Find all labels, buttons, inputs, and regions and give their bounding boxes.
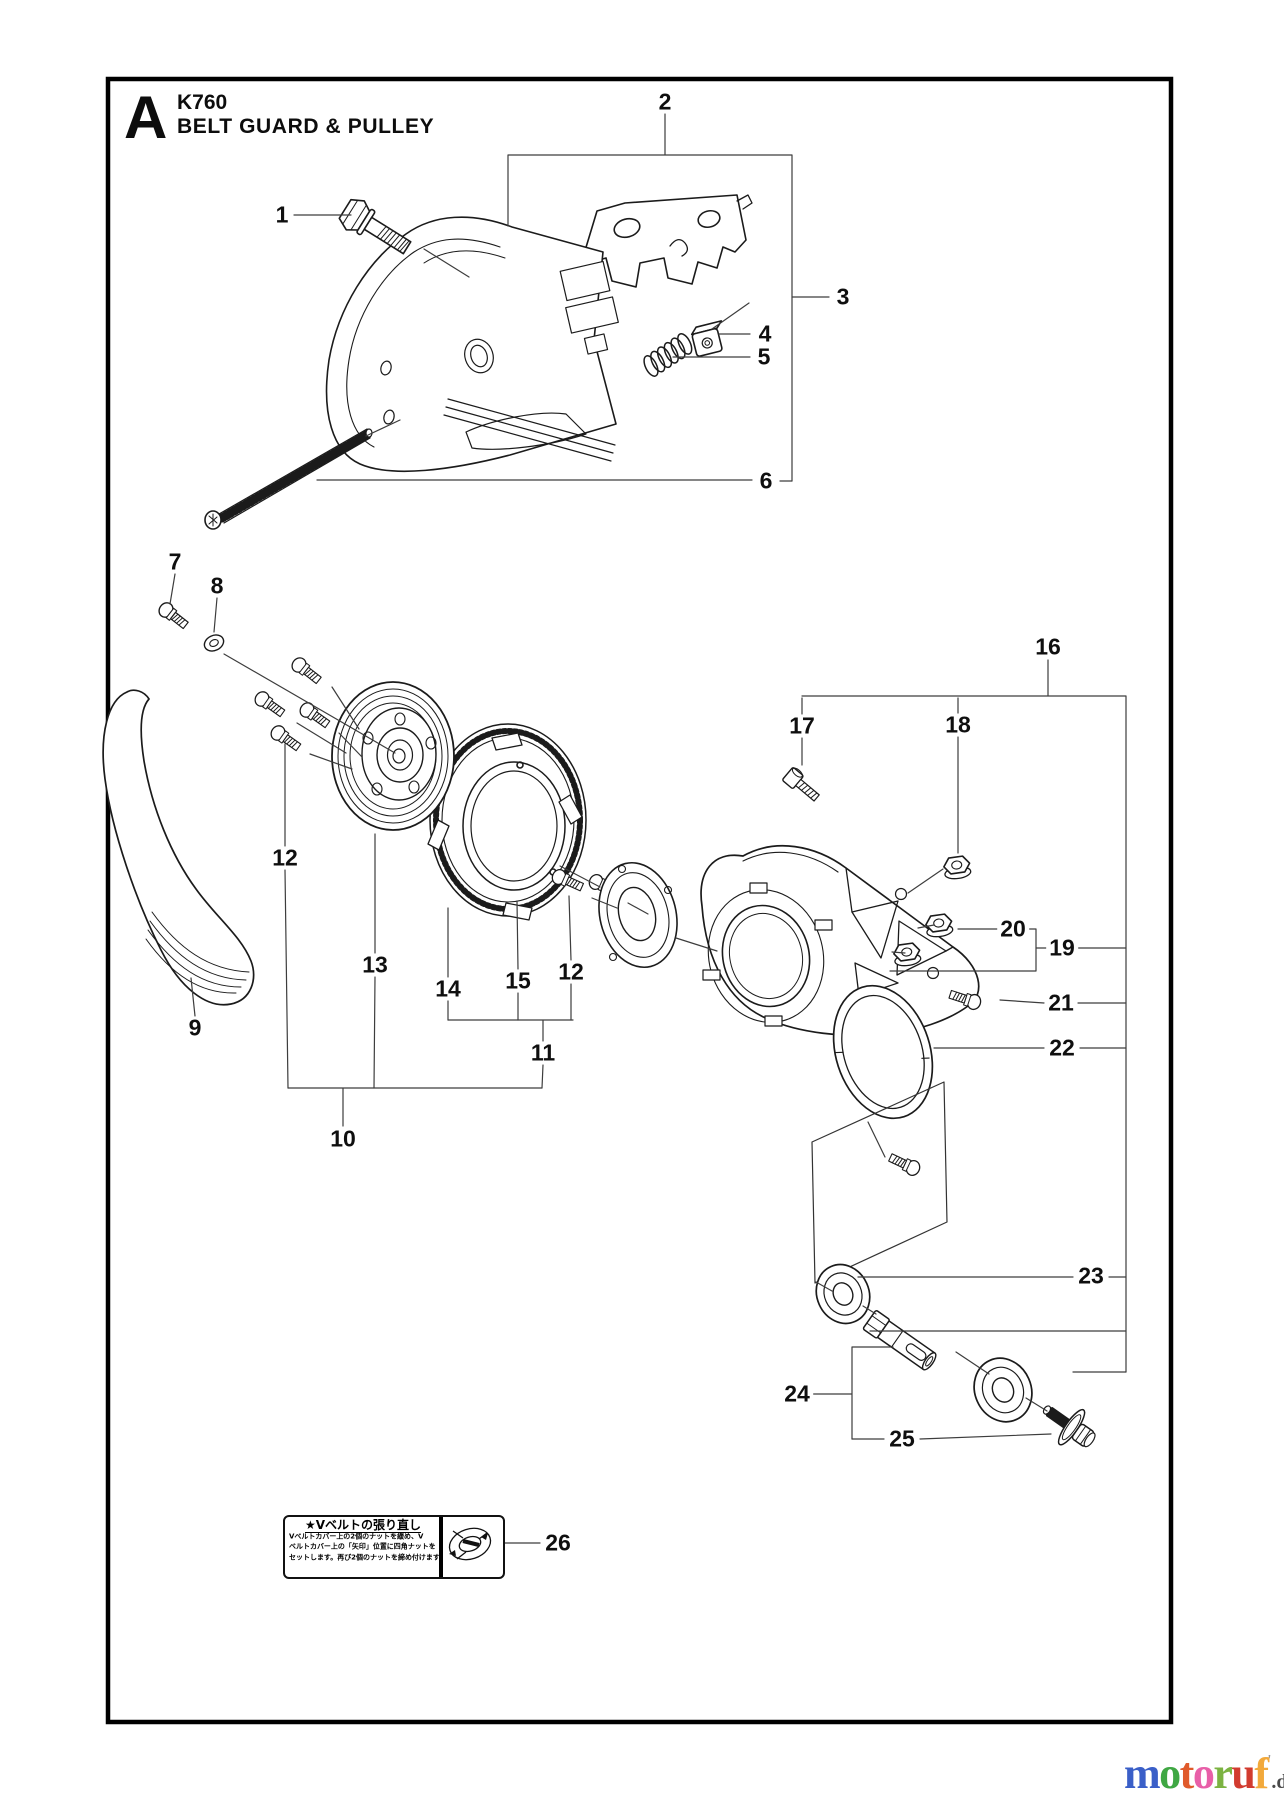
watermark-letter-t: t: [1179, 1749, 1195, 1798]
watermark-letter-o: o: [1192, 1749, 1215, 1798]
callout-12-13: 12: [555, 960, 587, 984]
callout-17-17: 17: [786, 714, 818, 738]
flange-nuts-drawing: [893, 855, 972, 967]
decal-divider: [439, 1517, 443, 1577]
bolt-1-drawing: [338, 198, 412, 255]
callout-22-22: 22: [1046, 1036, 1078, 1060]
decal-line-3: セットします。再び2個のナットを締め付けます。: [289, 1552, 447, 1561]
callout-24-24: 24: [781, 1382, 813, 1406]
decal-line-2: ベルトカバー上の「矢印」位置に四角ナットを: [289, 1542, 436, 1551]
flange-screw-25-drawing: [1042, 1405, 1096, 1448]
long-screw-drawing: [204, 428, 373, 530]
ring-22-drawing: [832, 984, 934, 1120]
callout-14-11: 14: [432, 977, 464, 1001]
page-frame: [105, 76, 1174, 1725]
washer-8-drawing: [203, 634, 225, 652]
screw-7-drawing: [158, 602, 189, 630]
belt-guard-cover-drawing: [325, 216, 619, 473]
section-letter: A: [124, 84, 167, 151]
model-code: K760: [177, 91, 228, 114]
callout-12-8: 12: [269, 846, 301, 870]
pulley-drawing: [331, 681, 455, 831]
callout-7-6: 7: [165, 550, 185, 574]
callout-15-12: 15: [502, 969, 534, 993]
decal-title: ★Vベルトの張り直し: [304, 1518, 422, 1533]
phantom-plane-outline: [811, 1081, 948, 1284]
callout-19-20: 19: [1046, 936, 1078, 960]
leader-lines: [169, 113, 1127, 1544]
shaft-drawing: [862, 1310, 937, 1371]
spring-drawing: [643, 333, 693, 377]
pulley-screws-drawing: [254, 657, 331, 752]
bearing-flange-drawing: [598, 861, 678, 969]
watermark-letter-m: m: [1124, 1749, 1161, 1798]
bearing-2-drawing: [973, 1357, 1033, 1423]
watermark-suffix: .de: [1271, 1771, 1284, 1793]
callout-20-19: 20: [997, 917, 1029, 941]
callout-11-14: 11: [527, 1041, 559, 1065]
callout-8-7: 8: [207, 574, 227, 598]
callout-13-10: 13: [359, 953, 391, 977]
callout-4-3: 4: [755, 322, 775, 346]
socket-screw-drawing: [782, 767, 820, 802]
watermark-letter-f: f: [1254, 1749, 1269, 1798]
small-screw-21-drawing: [948, 989, 982, 1011]
belt-guard-plate-drawing: [700, 844, 980, 1037]
watermark-logo: motoruf' .de: [1124, 1749, 1284, 1798]
callout-26-26: 26: [542, 1531, 574, 1555]
watermark-tick: ': [1267, 1753, 1272, 1768]
watermark-letter-u: u: [1231, 1749, 1255, 1798]
callout-10-15: 10: [327, 1127, 359, 1151]
watermark-letter-o: o: [1159, 1749, 1181, 1798]
tensioner-plate-drawing: [583, 194, 753, 288]
callout-25-25: 25: [886, 1427, 918, 1451]
ring-gear-drawing: [427, 723, 587, 921]
callout-16-16: 16: [1032, 635, 1064, 659]
square-nut-drawing: [690, 320, 723, 357]
callout-18-18: 18: [942, 713, 974, 737]
decal-line-1: Vベルトカバー上の2個のナットを緩め、V: [289, 1532, 424, 1541]
callout-23-23: 23: [1075, 1264, 1107, 1288]
page-title: BELT GUARD & PULLEY: [177, 115, 435, 138]
callout-2-1: 2: [655, 90, 675, 114]
callout-21-21: 21: [1045, 991, 1077, 1015]
callout-5-4: 5: [754, 345, 774, 369]
belt-tension-decal: ★Vベルトの張り直し Vベルトカバー上の2個のナットを緩め、V ベルトカバー上の…: [283, 1515, 505, 1579]
bearing-1-drawing: [815, 1263, 871, 1325]
decal-text: ★Vベルトの張り直し Vベルトカバー上の2個のナットを緩め、V ベルトカバー上の…: [285, 1517, 447, 1577]
callout-9-9: 9: [185, 1016, 205, 1040]
decal-illustration: [443, 1517, 503, 1577]
callout-1-0: 1: [272, 203, 292, 227]
v-belt-drawing: [102, 689, 255, 1006]
watermark-letter-r: r: [1213, 1749, 1233, 1798]
callout-3-2: 3: [833, 285, 853, 309]
small-screw-b-drawing: [888, 1153, 921, 1176]
callout-6-5: 6: [756, 469, 776, 493]
watermark-letters: motoruf: [1124, 1749, 1269, 1798]
